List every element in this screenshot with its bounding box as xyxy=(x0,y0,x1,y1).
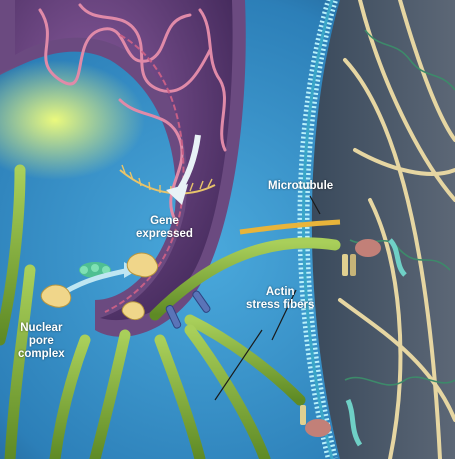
label-microtubule-text: Microtubule xyxy=(268,180,333,193)
label-gene-line: Gene xyxy=(136,215,193,228)
label-stress-fibers-line: stress fibers xyxy=(246,299,314,312)
label-microtubule: Microtubule xyxy=(268,180,333,193)
label-nuclear-pore-complex: Nuclear pore complex xyxy=(18,322,65,361)
label-expressed-line: expressed xyxy=(136,228,193,241)
label-pore-line: pore xyxy=(18,335,65,348)
label-actin-line: Actin xyxy=(246,286,314,299)
label-actin-stress-fibers: Actin stress fibers xyxy=(246,286,314,312)
label-gene-expressed: Gene expressed xyxy=(136,215,193,241)
label-complex-line: complex xyxy=(18,348,65,361)
label-nuclear-line: Nuclear xyxy=(18,322,65,335)
